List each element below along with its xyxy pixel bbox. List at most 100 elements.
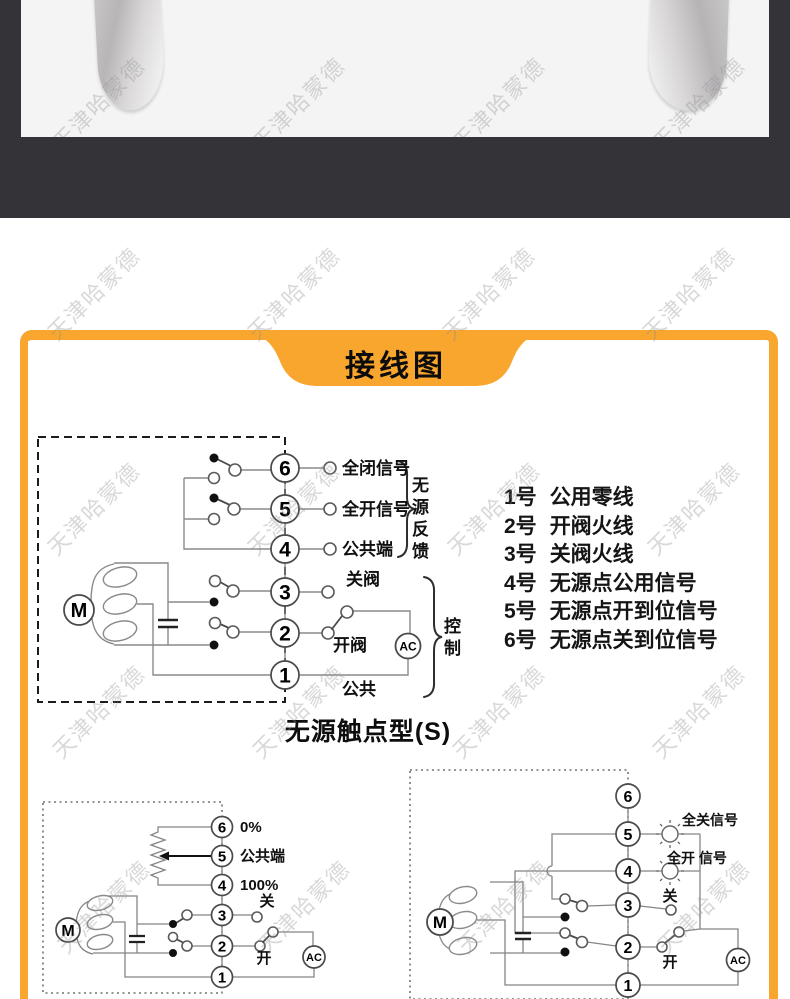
watermark-text: 天津哈蒙德 bbox=[247, 52, 351, 137]
potentiometer-resistor bbox=[149, 826, 211, 886]
terminal-column: 6 5 4 3 2 1 bbox=[210, 815, 234, 989]
svg-text:6: 6 bbox=[624, 789, 633, 806]
svg-text:M: M bbox=[71, 600, 88, 622]
terminal-2 bbox=[615, 934, 641, 960]
svg-text:4: 4 bbox=[218, 878, 227, 895]
terminal-2 bbox=[210, 934, 234, 958]
svg-text:M: M bbox=[61, 923, 74, 940]
label-t5: 全开信号 bbox=[341, 499, 410, 519]
svg-text:3: 3 bbox=[218, 908, 226, 925]
ac-source-symbol: AC bbox=[394, 632, 422, 660]
product-photo-area: 天津哈蒙德 天津哈蒙德 天津哈蒙德 天津哈蒙德 bbox=[21, 0, 769, 137]
label-t2: 开 bbox=[662, 954, 677, 971]
terminal-column: 6 5 4 3 2 1 bbox=[615, 783, 641, 998]
external-switch-lever bbox=[331, 615, 343, 630]
svg-text:1: 1 bbox=[218, 970, 226, 987]
control-switch-open bbox=[208, 616, 240, 650]
terminal-4 bbox=[210, 873, 234, 897]
motor-symbol: M bbox=[55, 917, 81, 943]
svg-text:6: 6 bbox=[279, 458, 291, 481]
motor-winding bbox=[90, 563, 138, 645]
control-switch-close bbox=[559, 893, 589, 922]
label-t5: 全关信号 bbox=[681, 812, 738, 828]
svg-text:5: 5 bbox=[624, 827, 633, 844]
label-t4: 全开 信号 bbox=[666, 850, 727, 866]
svg-text:5: 5 bbox=[218, 849, 226, 866]
terminal-5 bbox=[615, 821, 641, 847]
svg-text:6: 6 bbox=[218, 820, 226, 837]
terminal-5 bbox=[210, 844, 234, 868]
lamp-indication-wiring-diagram: M 6 5 4 3 2 1 A bbox=[409, 769, 751, 999]
svg-text:4: 4 bbox=[624, 864, 633, 881]
label-t1: 公共 bbox=[342, 680, 376, 699]
photo-strip-dark-frame: 天津哈蒙德 天津哈蒙德 天津哈蒙德 天津哈蒙德 bbox=[0, 0, 790, 218]
motor-symbol: M bbox=[426, 908, 454, 936]
terminal-6 bbox=[210, 815, 234, 839]
label-t3: 关 bbox=[662, 887, 677, 905]
actuator-dashed-boundary bbox=[37, 436, 286, 703]
svg-text:2: 2 bbox=[218, 939, 226, 956]
svg-text:2: 2 bbox=[624, 940, 633, 957]
actuator-dotted-boundary bbox=[42, 801, 223, 994]
control-switch-open bbox=[167, 931, 193, 957]
control-group-brace bbox=[423, 576, 443, 698]
terminal-3 bbox=[210, 903, 234, 927]
legend-item: 2号开阀火线 bbox=[504, 514, 634, 538]
capacitor-symbol bbox=[158, 618, 178, 629]
label-t6: 全闭信号 bbox=[341, 458, 410, 478]
terminal-5 bbox=[270, 494, 300, 524]
svg-text:2: 2 bbox=[279, 623, 291, 646]
control-switch-open bbox=[559, 927, 589, 957]
svg-text:3: 3 bbox=[624, 898, 633, 915]
terminal-4 bbox=[270, 534, 300, 564]
diagram-caption: 无源触点型(S) bbox=[284, 718, 452, 746]
label-t2: 开 bbox=[256, 950, 271, 967]
svg-text:AC: AC bbox=[730, 955, 746, 967]
terminal-4 bbox=[615, 858, 641, 884]
open-signal-lamp bbox=[656, 857, 684, 885]
legend-item: 3号关阀火线 bbox=[504, 543, 634, 567]
legend-item: 6号无源点关到位信号 bbox=[504, 628, 718, 652]
label-t3: 关 bbox=[259, 892, 274, 910]
terminal-6 bbox=[615, 783, 641, 809]
terminal-3 bbox=[615, 892, 641, 918]
label-t5: 公共端 bbox=[240, 847, 285, 865]
terminal-6 bbox=[270, 453, 300, 483]
motor-winding bbox=[75, 894, 114, 955]
wiper-arrow bbox=[159, 851, 169, 861]
terminal-2 bbox=[270, 618, 300, 648]
svg-text:AC: AC bbox=[306, 952, 322, 964]
svg-text:3: 3 bbox=[279, 582, 291, 605]
passive-contact-wiring-diagram: M 6 5 4 3 2 1 bbox=[37, 436, 443, 703]
svg-text:1: 1 bbox=[624, 978, 633, 995]
terminal-legend: 1号公用零线 2号开阀火线 3号关阀火线 4号无源点公用信号 5号无源点开到位信… bbox=[504, 481, 718, 653]
metal-part-right-image bbox=[646, 0, 730, 112]
terminal-1 bbox=[270, 660, 300, 690]
capacitor-symbol bbox=[515, 931, 531, 941]
ac-source-symbol: AC bbox=[725, 947, 751, 973]
label-t6: 0% bbox=[240, 819, 262, 836]
limit-switch-open-feedback bbox=[207, 493, 241, 526]
terminal-3 bbox=[270, 577, 300, 607]
control-switch-close bbox=[208, 574, 240, 607]
ac-source-symbol: AC bbox=[302, 945, 326, 969]
svg-text:1: 1 bbox=[279, 665, 291, 688]
legend-item: 1号公用零线 bbox=[504, 486, 634, 509]
metal-part-left-image bbox=[94, 0, 166, 112]
svg-text:M: M bbox=[433, 913, 447, 932]
motor-symbol: M bbox=[63, 594, 95, 626]
legend-item: 4号无源点公用信号 bbox=[504, 571, 697, 595]
control-group-label: 控制 bbox=[441, 617, 460, 661]
terminal-1 bbox=[210, 965, 234, 989]
capacitor-symbol bbox=[129, 934, 145, 944]
label-t3: 关阀 bbox=[346, 569, 380, 589]
label-t4: 100% bbox=[240, 877, 278, 894]
terminal-1 bbox=[615, 972, 641, 998]
control-switch-close bbox=[169, 909, 193, 928]
feedback-group-label: 无源反馈 bbox=[409, 476, 428, 564]
watermark-text: 天津哈蒙德 bbox=[447, 52, 551, 137]
terminal-column: 6 5 4 3 2 1 bbox=[270, 453, 300, 690]
potentiometer-wiring-diagram: M 6 5 4 3 2 1 AC 0% 公共端 100% 关 开 bbox=[42, 801, 326, 994]
banner-tab-shape bbox=[236, 330, 556, 386]
